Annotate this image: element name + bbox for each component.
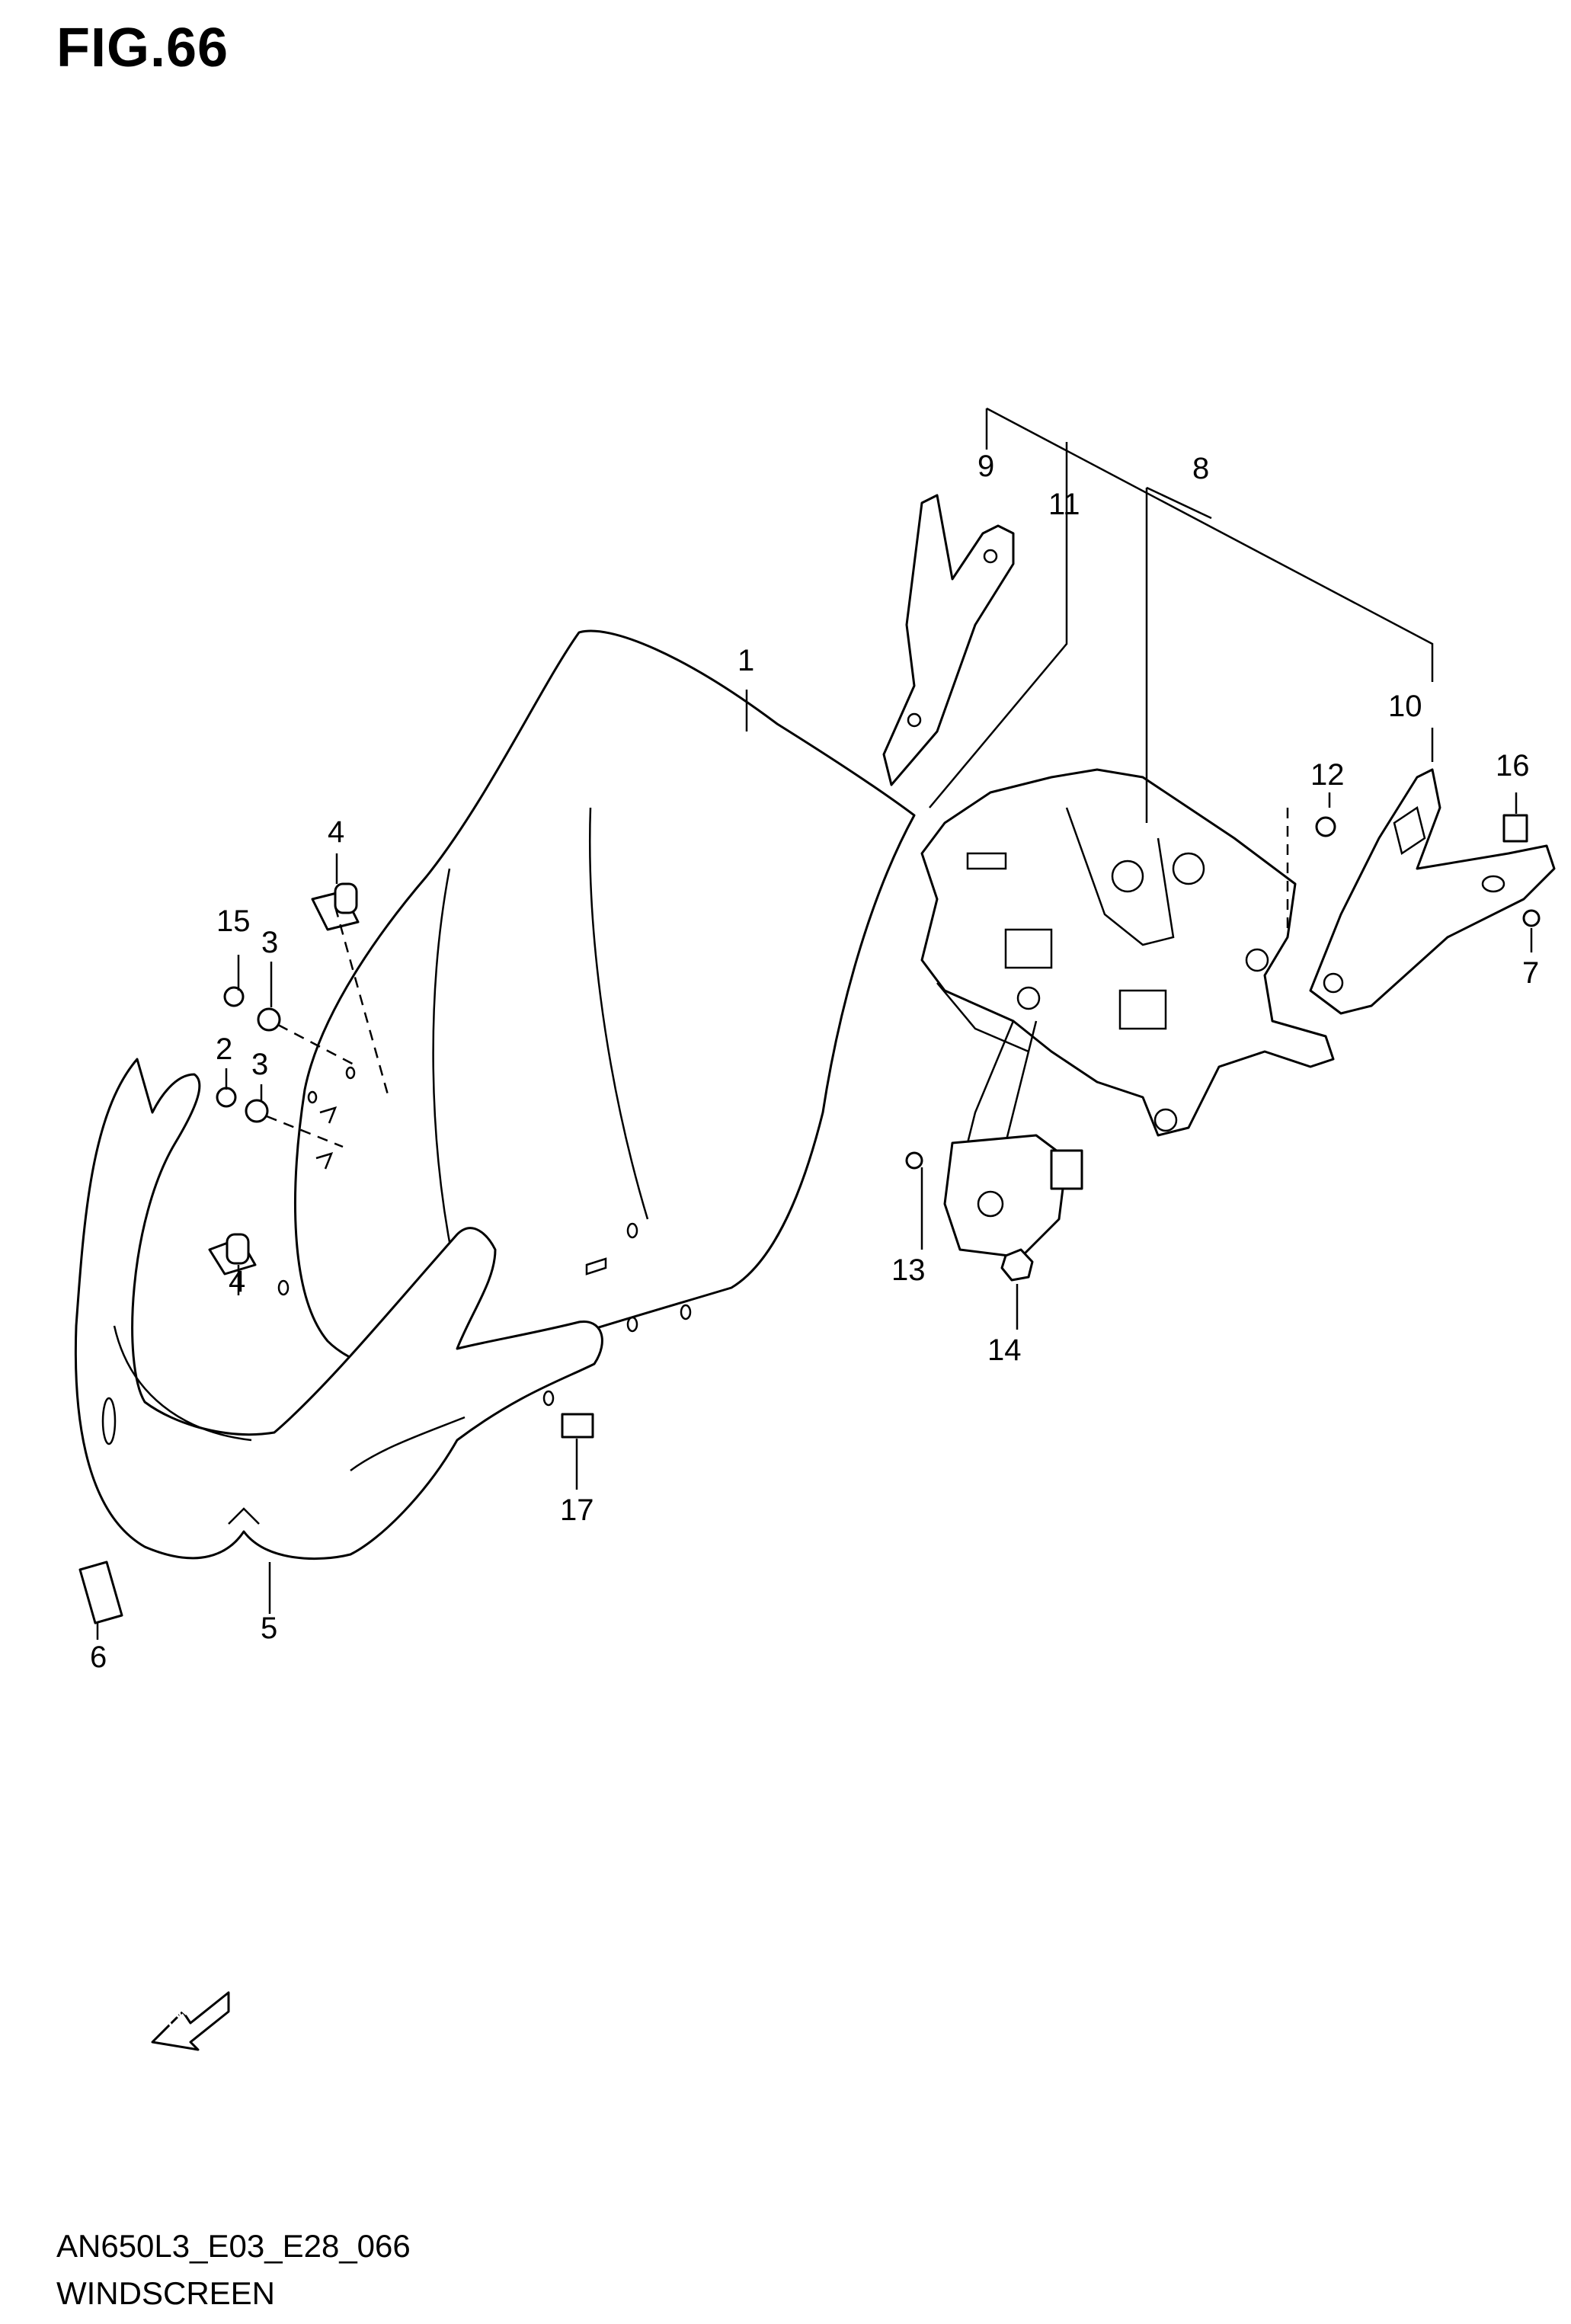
screw-2-part xyxy=(216,1087,237,1108)
figure-name: WINDSCREEN xyxy=(56,2275,276,2311)
callout-8: 8 xyxy=(1192,452,1209,485)
screw-7-part xyxy=(1522,909,1541,927)
callout-9: 9 xyxy=(977,450,994,483)
callout-17: 17 xyxy=(560,1493,594,1527)
callout-12: 12 xyxy=(1310,758,1345,792)
callout-14: 14 xyxy=(987,1333,1022,1367)
grommet-upper-part xyxy=(311,882,360,931)
actuator-part xyxy=(943,1020,1083,1259)
callout-labels: 1 2 3 3 4 4 5 6 7 8 9 10 11 12 13 14 15 … xyxy=(90,450,1539,1674)
washer-lower-part xyxy=(245,1099,269,1123)
callout-1: 1 xyxy=(738,644,754,677)
bolt-12-part xyxy=(1315,816,1336,837)
callout-16: 16 xyxy=(1496,749,1530,783)
callout-10: 10 xyxy=(1388,690,1422,723)
callout-6: 6 xyxy=(90,1641,107,1674)
callout-13: 13 xyxy=(891,1253,926,1287)
figure-title: FIG.66 xyxy=(56,18,229,78)
callout-3-lower: 3 xyxy=(251,1048,268,1081)
bracket-left-part xyxy=(882,494,1015,786)
bracket-assembly-part xyxy=(920,768,1335,1137)
callout-15: 15 xyxy=(216,904,251,938)
bracket-right-part xyxy=(1309,768,1556,1015)
pad-17-part xyxy=(561,1413,594,1439)
screw-15-part xyxy=(223,986,245,1007)
nut-14-part xyxy=(1000,1248,1034,1282)
callout-4-upper: 4 xyxy=(328,815,344,849)
callout-7: 7 xyxy=(1522,956,1539,990)
washer-upper-part xyxy=(257,1007,281,1032)
emblem-part xyxy=(78,1561,123,1625)
callout-2: 2 xyxy=(216,1032,232,1066)
pad-16-part xyxy=(1502,814,1528,843)
bolt-13-part xyxy=(905,1151,923,1170)
callout-5: 5 xyxy=(261,1612,277,1645)
grommet-lower-part xyxy=(208,1233,257,1276)
lower-cowl-part xyxy=(74,1058,603,1561)
fwd-arrow-icon: FWD xyxy=(151,1991,230,2051)
callout-11: 11 xyxy=(1048,488,1080,521)
leader-lines xyxy=(96,407,1533,1640)
callout-3-upper: 3 xyxy=(261,926,278,959)
callout-4-lower: 4 xyxy=(229,1265,245,1298)
windscreen-part xyxy=(277,629,916,1376)
figure-code: AN650L3_E03_E28_066 xyxy=(56,2228,411,2264)
